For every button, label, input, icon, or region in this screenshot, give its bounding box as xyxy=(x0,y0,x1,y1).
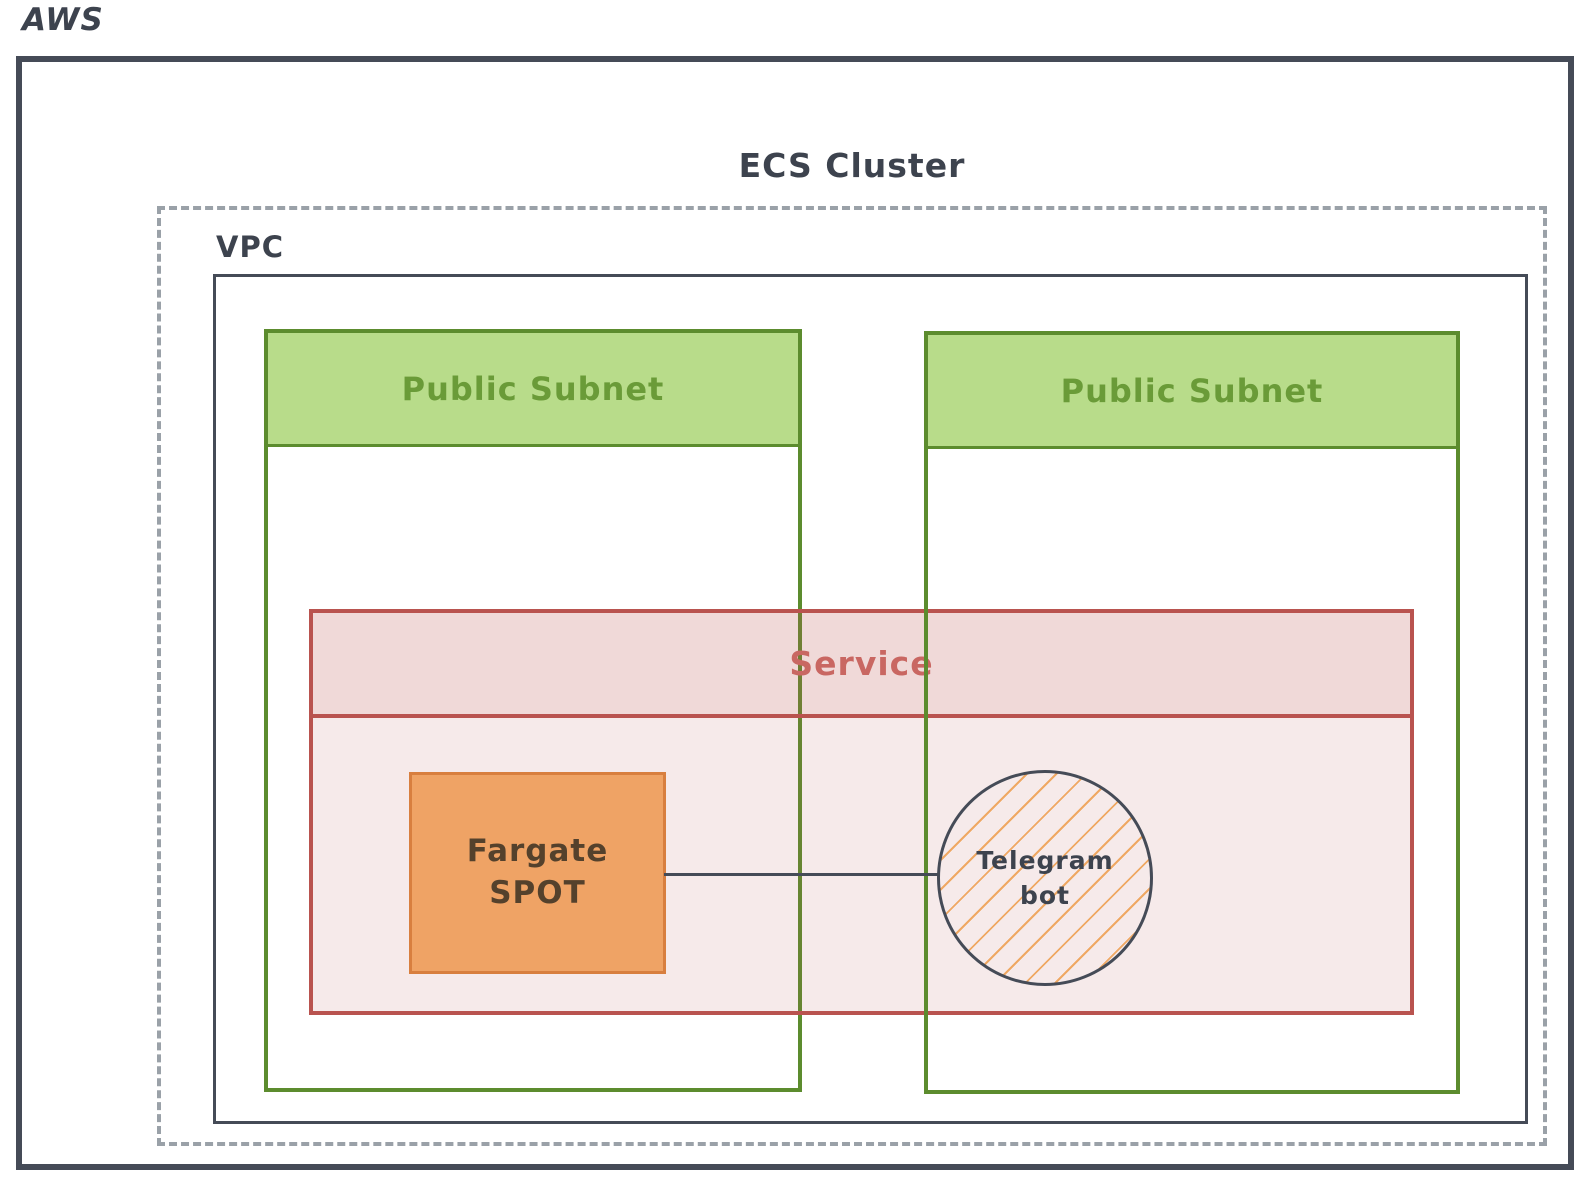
fargate-label-line2: SPOT xyxy=(489,875,586,911)
service-label: Service xyxy=(789,644,934,683)
public-subnet-right-header: Public Subnet xyxy=(928,335,1456,449)
public-subnet-left-header: Public Subnet xyxy=(268,333,798,447)
public-subnet-right-label: Public Subnet xyxy=(1060,371,1324,410)
aws-label: AWS xyxy=(22,2,104,38)
public-subnet-right: Public Subnet xyxy=(924,331,1460,1094)
telegram-bot-label-line2: bot xyxy=(1019,881,1071,910)
ecs-cluster-label: ECS Cluster xyxy=(738,146,966,185)
fargate-label-line1: Fargate xyxy=(466,833,609,870)
telegram-bot-node: Telegram bot xyxy=(937,770,1153,986)
telegram-bot-label-line1: Telegram xyxy=(976,846,1114,875)
fargate-spot-node: Fargate SPOT xyxy=(409,772,666,974)
aws-box xyxy=(16,56,1574,1170)
service-header: Service xyxy=(313,613,1410,718)
public-subnet-left: Public Subnet xyxy=(264,329,802,1092)
vpc-label: VPC xyxy=(216,230,284,264)
public-subnet-left-label: Public Subnet xyxy=(401,369,665,408)
ecs-cluster-box xyxy=(157,206,1547,1146)
fargate-to-telegram-connector xyxy=(664,873,940,876)
vpc-box xyxy=(213,274,1528,1124)
